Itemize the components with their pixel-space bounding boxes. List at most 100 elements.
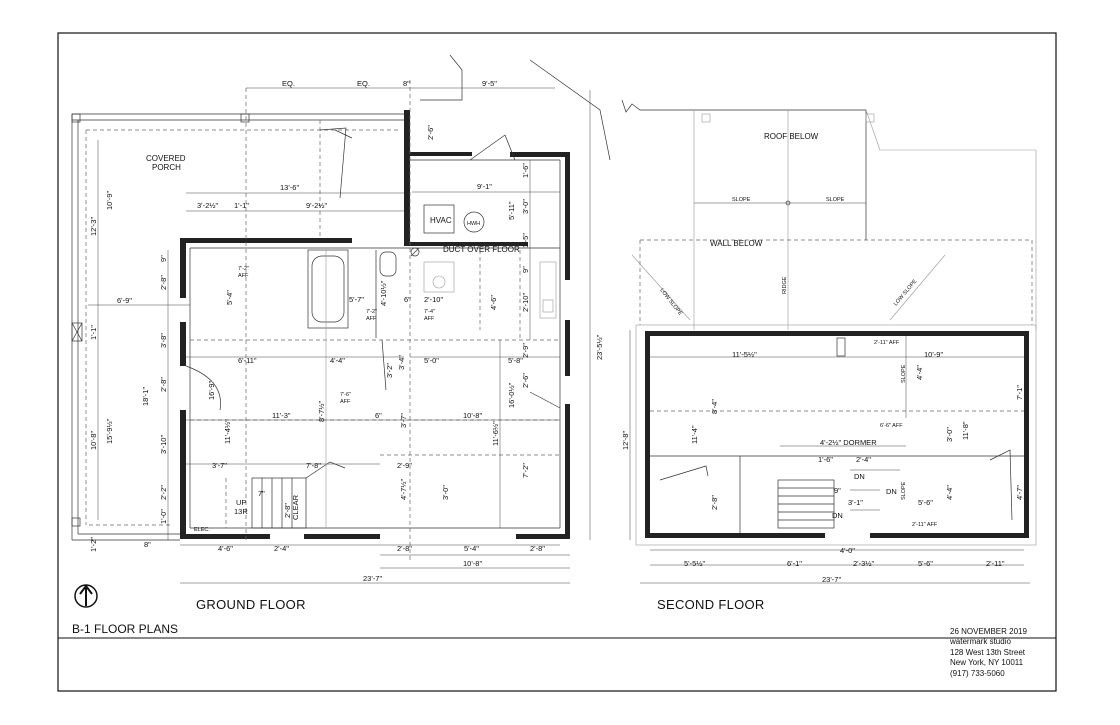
- sdim-11-8: 11'-8": [961, 421, 970, 440]
- dim-6in-a: 6": [404, 295, 411, 304]
- stair-tread-dim: 7": [258, 489, 265, 498]
- studio-name: watermark studio: [949, 637, 1011, 646]
- second-floor-title: SECOND FLOOR: [657, 597, 765, 612]
- slope-label-1: SLOPE: [732, 197, 751, 203]
- dim-4-6a: 4'-6": [489, 295, 498, 310]
- aff-label-c: 2'-11" AFF: [912, 522, 938, 528]
- dim-13-6: 13'-6": [280, 183, 299, 192]
- dim-3-2: 3'-2": [385, 363, 394, 378]
- porch-label: PORCH: [152, 163, 181, 172]
- dim-1-5: 1'-5": [521, 233, 530, 248]
- sdim-10-9: 10'-9": [924, 350, 943, 359]
- sdim-11-5h: 11'-5½": [732, 350, 757, 359]
- dim-11-4h: 11'-4½": [223, 419, 232, 444]
- dim-6-11: 6'-11": [238, 356, 257, 365]
- sdim-2-11: 2'-11": [986, 559, 1005, 568]
- dim-11-6h: 11'-6½": [491, 421, 500, 446]
- covered-label: COVERED: [146, 154, 186, 163]
- dim-5-8: 5'-8": [508, 356, 523, 365]
- dim-1-1b: 1'-1": [89, 325, 98, 340]
- dim-3-10: 3'-10": [159, 435, 168, 454]
- down-label-3: DN: [832, 511, 843, 520]
- dim-eq-1: EQ.: [282, 79, 295, 88]
- dim-4-7h: 4'-7½": [399, 478, 408, 500]
- covered-porch: [71, 113, 408, 541]
- second-walls: [635, 324, 1037, 546]
- spot-elev-d: 7'-6": [340, 392, 351, 398]
- dim-16-0h: 16'-0½": [507, 382, 516, 408]
- elec-label: ELEC.: [194, 527, 210, 533]
- dim-10-9: 10'-9": [105, 191, 114, 210]
- dim-11-3: 11'-3": [272, 411, 291, 420]
- second-dimension-lines: [629, 330, 1030, 584]
- hwh-label: HWH: [467, 221, 480, 227]
- dim-4-10h: 4'-10½": [379, 280, 388, 306]
- sdim-23-7: 23'-7": [822, 575, 841, 584]
- dim-eq-2: EQ.: [357, 79, 370, 88]
- dim-6in-b: 6": [375, 411, 382, 420]
- dim-18-1: 18'-1": [141, 387, 150, 406]
- dim-9in-b: 9": [159, 255, 168, 262]
- low-slope-label-1: LOW SLOPE: [658, 288, 683, 317]
- ground-floor-title: GROUND FLOOR: [196, 597, 306, 612]
- spot-elev-b: 7'-2": [366, 309, 377, 315]
- stair-up-label: UP: [236, 498, 246, 507]
- dim-5-4: 5'-4": [225, 290, 234, 305]
- stair-risers-label: 13R: [234, 507, 248, 516]
- sdim-12-8: 12'-8": [621, 431, 630, 450]
- ground-fixtures: [185, 134, 561, 411]
- second-floor-labels: ROOF BELOW SLOPE SLOPE WALL BELOW LOW SL…: [621, 132, 1024, 584]
- dim-9in-a: 9": [521, 266, 530, 273]
- sdim-4-4a: 4'-4": [915, 365, 924, 380]
- dim-3-4: 3'-4": [397, 355, 406, 370]
- dim-3-8: 3'-8": [159, 333, 168, 348]
- title-block: B-1 FLOOR PLANS 26 NOVEMBER 2019 waterma…: [72, 622, 1027, 678]
- slope-v-label-2: SLOPE: [901, 481, 907, 500]
- dim-4-4: 4'-4": [330, 356, 345, 365]
- dim-2-8d: 2'-8": [530, 544, 545, 553]
- hvac-label: HVAC: [430, 216, 452, 225]
- dim-3-7: 3'-7": [399, 413, 408, 428]
- spot-elev-d-aff: AFF: [340, 399, 351, 405]
- ground-stair: [225, 461, 346, 529]
- ridge-label: RIDGE: [782, 276, 788, 294]
- dim-7-8: 7'-8": [306, 461, 321, 470]
- sdim-3-0: 3'-0": [945, 427, 954, 442]
- dim-1-2: 1'-2": [89, 537, 98, 552]
- dim-5-7: 5'-7": [349, 295, 364, 304]
- aff-label-a: 2'-11" AFF: [874, 340, 900, 346]
- dim-2-8c: 2'-8": [397, 544, 412, 553]
- dim-3-0b: 3'-0": [441, 485, 450, 500]
- sdim-9in: 9": [834, 486, 841, 495]
- sdim-2-8: 2'-8": [710, 495, 719, 510]
- north-arrow-icon: [74, 584, 98, 608]
- studio-phone: (917) 733-5060: [950, 669, 1005, 678]
- dim-2-10b: 2'-10": [521, 293, 530, 312]
- sdim-5-6b: 5'-6": [918, 559, 933, 568]
- dim-10-8a: 10'-8": [463, 411, 482, 420]
- dim-2-4: 2'-4": [274, 544, 289, 553]
- sdim-3-1: 3'-1": [848, 498, 863, 507]
- dim-2-6b: 2'-6": [521, 373, 530, 388]
- sdim-11-4: 11'-4": [690, 425, 699, 444]
- dim-10-8b: 10'-8": [89, 431, 98, 450]
- wall-below-label: WALL BELOW: [710, 239, 763, 248]
- down-label-1: DN: [854, 472, 865, 481]
- sdim-2-3h: 2'-3½": [853, 559, 875, 568]
- duct-over-floor-label: DUCT OVER FLOOR: [443, 245, 520, 254]
- sheet-border: [57, 32, 1057, 692]
- dim-2-2: 2'-2": [159, 485, 168, 500]
- low-slope-label-2: LOW SLOPE: [893, 278, 919, 307]
- sdim-8-4: 8'-4": [710, 399, 719, 414]
- dim-6-9: 6'-9": [117, 296, 132, 305]
- dim-10-8c: 10'-8": [463, 559, 482, 568]
- second-floor-plan: ROOF BELOW SLOPE SLOPE WALL BELOW LOW SL…: [621, 99, 1037, 612]
- spot-elev-c: 7'-4": [424, 309, 435, 315]
- slope-v-label-1: SLOPE: [901, 364, 907, 383]
- sdim-2-4: 2'-4": [856, 455, 871, 464]
- dim-5-0: 5'-0": [424, 356, 439, 365]
- dim-3-0: 3'-0": [521, 199, 530, 214]
- dim-15-9h: 15'-9½": [105, 418, 114, 444]
- spot-elev-a: 7'-2": [238, 266, 249, 272]
